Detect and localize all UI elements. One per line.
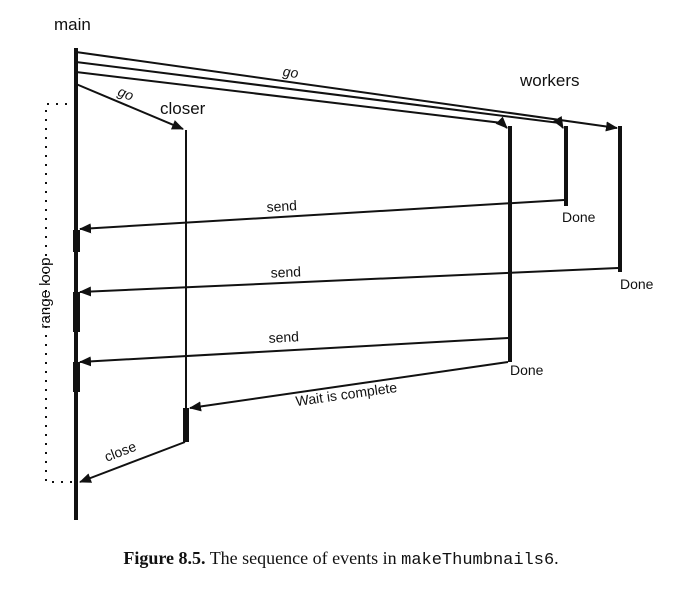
range-loop-label: range loop [37,258,54,329]
caption-suffix: . [554,548,559,568]
sequence-diagram: range loop main closer workers go go sen… [37,15,654,520]
workers-label: workers [519,71,580,90]
closer-activation-bar [183,408,189,442]
send-label-3: send [268,328,299,346]
caption-code: makeThumbnails6 [401,551,555,570]
main-activation-bar [73,362,80,392]
go-arrow-closer [75,83,184,130]
send-arrow-1 [79,199,565,234]
go-workers-label: go [282,63,300,81]
done-label-worker-1: Done [562,209,596,225]
go-closer-label: go [116,83,137,104]
done-label-worker-3: Done [510,362,544,378]
done-label-worker-2: Done [620,276,654,292]
go-arrow-worker-1 [75,61,564,129]
send-arrow-2 [79,267,619,297]
figure-caption: Figure 8.5. The sequence of events in ma… [0,548,682,570]
closer-label: closer [160,99,206,118]
main-label: main [54,15,91,34]
send-label-1: send [266,197,297,215]
send-label-2: send [270,263,301,280]
main-activation-bar [73,230,80,252]
close-label: close [102,438,138,465]
wait-complete-label: Wait is complete [295,379,399,409]
range-loop-bracket [45,103,76,483]
caption-text: The sequence of events in [209,548,397,568]
wait-complete-arrow [189,361,509,412]
go-arrow-worker-3 [75,71,508,129]
go-arrow-worker-2 [75,51,618,132]
figure-number: Figure 8.5. [123,548,206,568]
send-arrow-3 [79,337,509,367]
main-activation-bar [73,292,80,332]
close-arrow [79,441,186,483]
